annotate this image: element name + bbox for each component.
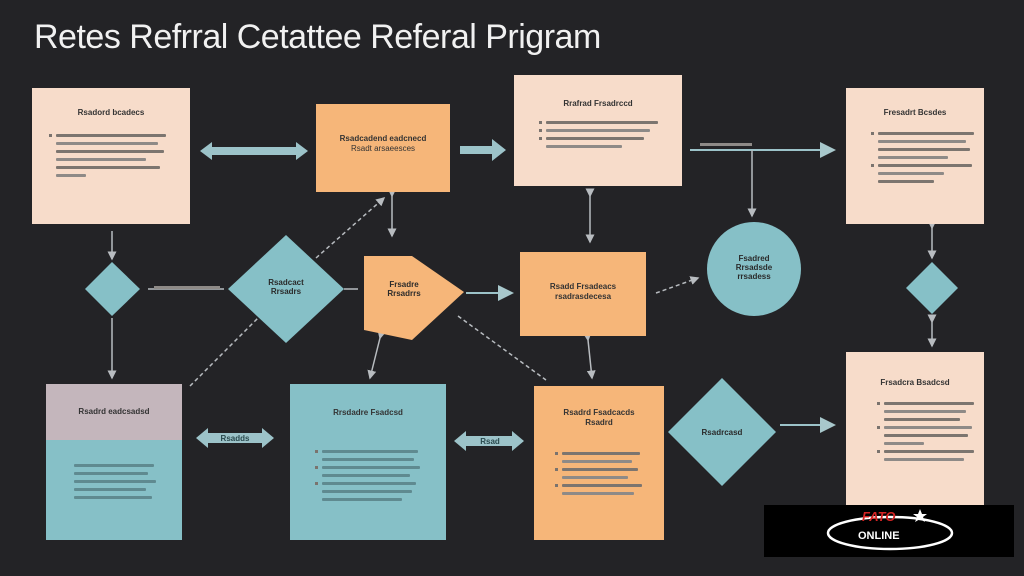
box-heading: Rsadcadend eadcnecd [339,134,427,143]
arrow-bottomleft-to-bottomcenter [196,428,274,448]
box-text-lines [555,452,642,500]
box-header-band: Rsadrd eadcsadsd [46,384,182,440]
watermark-text-top: FATO [862,509,896,524]
box-subheading: Rsadrd [585,418,613,427]
bottom-diamond-label: Rsadrcasd [701,428,743,437]
connector-label-bar [700,143,752,146]
box-heading: Rsadrd eadcsadsd [78,407,150,416]
center-box: Rsadd Frsadeacs rsadrasdecesa [520,252,646,336]
watermark-text-bottom: ONLINE [858,530,900,542]
box-text-lines [877,402,974,466]
box-text-lines [539,121,658,153]
right-diamond [906,262,958,314]
right-circle-label: Fsadred Rrsadsde rrsadess [735,254,773,281]
arrow-centerbox-down [582,332,596,380]
left-diamond [85,262,140,316]
center-diamond-label: Rsadcact Rrsadrs [268,278,304,296]
bottom-left-box: Rsadrd eadcsadsd [46,384,182,540]
box-subheading: Rsadt arsaeesces [350,144,416,153]
bottom-left-arrow-label: Rsadds [220,434,250,443]
box-heading: Fresadrt Bcsdes [883,108,947,117]
arrow-centerbox-to-circle [655,276,700,294]
box-heading: Rrafrad Frsadrccd [563,99,633,108]
box-label: Rsadd Frsadeacs rsadrasdecesa [549,282,617,301]
box-text-lines [49,134,166,182]
page-title: Retes Refrral Cetattee Referal Prigram [34,18,601,56]
arrow-topcenter-to-topmid [460,139,506,161]
top-left-box: Rsadord bcadecs [32,88,190,224]
arrow-topleft-to-topcenter [200,142,308,160]
arrow-bottomcenter-to-orangebox [454,431,524,451]
watermark-logo [764,505,1014,557]
dashed-centerdiamond-to-topcenter [315,197,386,259]
top-right-box: Fresadrt Bcsdes [846,88,984,224]
box-text-lines [315,450,420,506]
box-heading: Frsadcra Bsadcsd [880,378,950,387]
center-diamond [228,235,344,343]
center-pentagon-label: Frsadre Rrsadrrs [387,280,421,298]
top-mid-box: Rrafrad Frsadrccd [514,75,682,186]
box-heading: Rsadord bcadecs [77,108,145,117]
box-heading: Rsadrd Fsadcacds [563,408,635,417]
box-text-lines [871,132,974,188]
connector-label-bar [154,286,220,289]
right-circle [707,222,801,316]
box-text-lines [74,464,156,504]
box-heading: Rrsdadre Fsadcsd [333,408,403,417]
top-center-box: Rsadcadend eadcnecd Rsadt arsaeesces [316,104,450,192]
globe-icon [826,509,954,551]
bottom-center-box: Rrsdadre Fsadcsd [290,384,446,540]
center-pentagon [364,256,464,340]
bottom-mid-arrow-label: Rsad [480,437,500,446]
bottom-right-box: Frsadcra Bsadcsd [846,352,984,506]
bottom-diamond [668,378,776,486]
connectors [107,139,937,451]
bottom-orange-box: Rsadrd Fsadcacds Rsadrd [534,386,664,540]
arrow-pentagon-down [367,329,387,380]
dashed-left-diagonal [189,315,261,387]
